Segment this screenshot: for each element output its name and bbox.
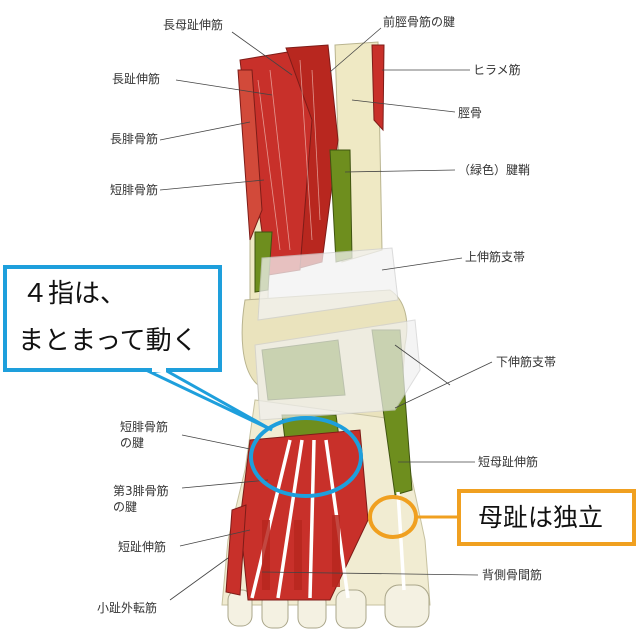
label-tendon-sheath: （緑色）腱鞘 xyxy=(458,163,531,177)
label-ext-digitorum-brevis: 短趾伸筋 xyxy=(118,540,167,554)
retinacula xyxy=(254,247,421,421)
label-peroneus-brevis-tendon-line2: の腱 xyxy=(120,436,145,450)
label-ext-digitorum-longus: 長趾伸筋 xyxy=(112,72,161,86)
leader-lines xyxy=(159,27,493,601)
abductor-digiti-minimi-muscle xyxy=(225,504,247,596)
orange-callout-box xyxy=(457,489,636,546)
foot-muscles xyxy=(225,429,406,601)
soleus-muscle xyxy=(371,44,385,132)
label-abductor-digiti-minimi: 小趾外転筋 xyxy=(97,601,158,615)
label-peroneus-brevis-tendon-line1: 短腓骨筋 xyxy=(120,420,169,434)
toe-bones xyxy=(227,584,430,629)
blue-callout-graphics xyxy=(3,265,363,498)
label-tibialis-anterior-tendon: 前脛骨筋の腱 xyxy=(383,15,456,29)
label-superior-retinaculum: 上伸筋支帯 xyxy=(465,250,526,264)
label-inferior-retinaculum: 下伸筋支帯 xyxy=(496,355,557,369)
callout-four-toes-line2: まとまって動く xyxy=(18,326,198,356)
label-dorsal-interossei: 背側骨間筋 xyxy=(482,568,543,582)
orange-callout-graphics xyxy=(368,489,636,546)
dorsal-interossei-bands xyxy=(262,515,340,590)
toe-tendons xyxy=(250,439,406,599)
sheath-tibialis-anterior xyxy=(329,149,353,263)
label-peroneus-tertius-tendon-line1: 第3腓骨筋 xyxy=(113,484,169,498)
peroneus-muscle xyxy=(237,69,263,241)
label-tibia: 脛骨 xyxy=(458,106,483,120)
label-peroneus-brevis: 短腓骨筋 xyxy=(110,183,159,197)
leg-muscles xyxy=(237,44,385,276)
superior-extensor-retinaculum xyxy=(257,247,399,321)
label-peroneus-longus: 長腓骨筋 xyxy=(110,132,159,146)
label-ext-hallucis-longus: 長母趾伸筋 xyxy=(163,18,224,32)
muscle-fiber-lines xyxy=(257,59,321,251)
blue-callout-box xyxy=(3,265,222,372)
callout-four-toes-line1: ４指は、 xyxy=(22,279,127,309)
inferior-extensor-retinaculum xyxy=(254,319,421,421)
callout-big-toe: 母趾は独立 xyxy=(478,503,604,532)
label-soleus: ヒラメ筋 xyxy=(473,63,521,77)
label-peroneus-tertius-tendon-line2: の腱 xyxy=(113,500,138,514)
label-ext-hallucis-brevis: 短母趾伸筋 xyxy=(478,455,539,469)
blue-highlight-ellipse xyxy=(249,416,363,498)
